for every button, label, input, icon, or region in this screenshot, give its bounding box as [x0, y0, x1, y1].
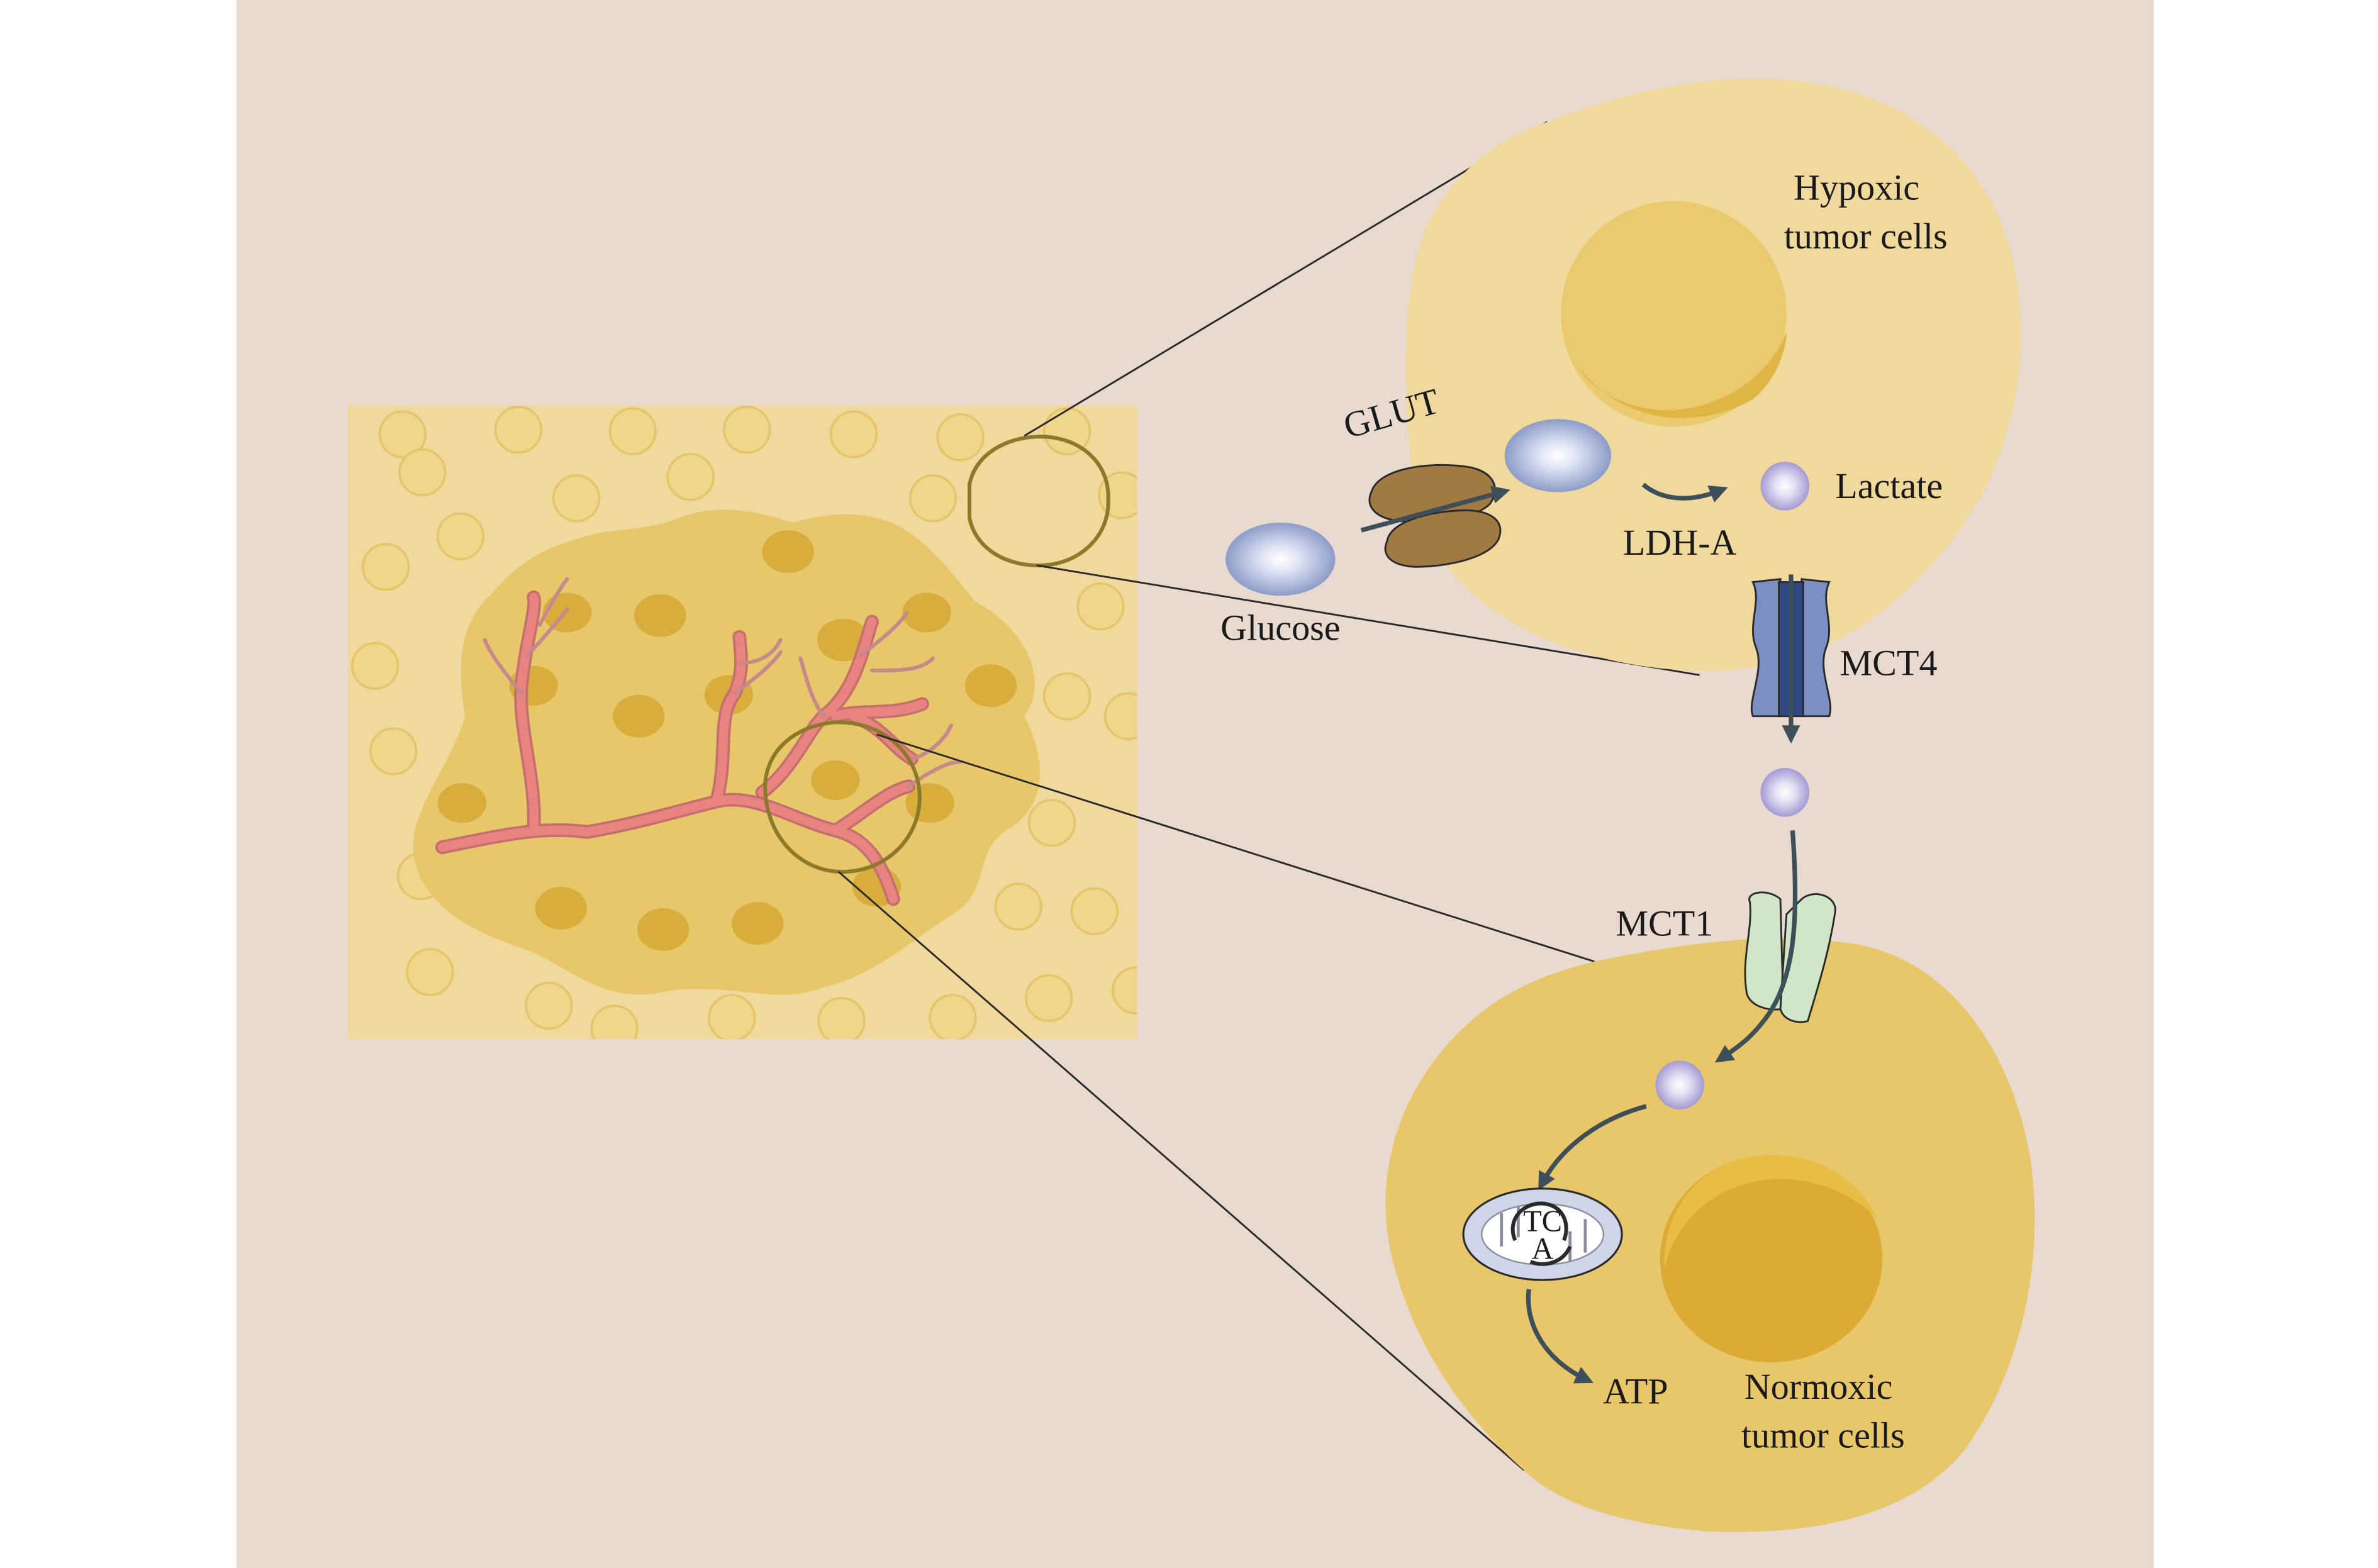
tca-label-line2: A [1532, 1232, 1554, 1265]
lactate-molecule-2 [1760, 768, 1810, 817]
tissue-section [347, 405, 1137, 1040]
hypoxic-region-outline [968, 435, 1110, 567]
hypoxic-nucleus [1561, 201, 1787, 427]
hypoxic-nucleus-shadow [1577, 332, 1787, 418]
lactate-label: Lactate [1835, 465, 1943, 506]
normoxic-label-line2: tumor cells [1741, 1415, 1905, 1456]
normoxic-cell [1385, 938, 2035, 1532]
glucose-molecule-inside [1504, 419, 1612, 492]
ldha-arrow [1641, 482, 1728, 503]
hypoxic-label-line1: Hypoxic [1794, 167, 1919, 208]
glucose-label: Glucose [1220, 608, 1340, 648]
lactate-to-mito-arrow [1538, 1104, 1647, 1191]
normoxic-region-outline [763, 720, 922, 874]
tumor-cells [437, 530, 1017, 951]
tca-label-line1: TC [1523, 1205, 1562, 1238]
mitochondrion [1462, 1187, 1623, 1281]
ldha-label: LDH-A [1623, 522, 1737, 563]
hypoxic-cell [1405, 79, 2021, 671]
labels: Hypoxic tumor cells GLUT Lactate LDH-A G… [1220, 167, 1948, 1455]
atp-label: ATP [1603, 1371, 1668, 1411]
glut-arrow [1360, 486, 1510, 533]
lactate-molecule-3 [1655, 1060, 1704, 1109]
mct4-label: MCT4 [1840, 642, 1938, 683]
zoom-lines [837, 121, 1700, 1472]
glut-transporter [1368, 464, 1502, 568]
glucose-molecule-outside [1225, 523, 1336, 596]
mct4-transporter [1750, 578, 1831, 718]
mito-to-atp-arrow [1526, 1289, 1594, 1384]
mct1-arrow [1714, 830, 1798, 1063]
hypoxic-label-line2: tumor cells [1784, 216, 1948, 257]
lactate-molecule-1 [1760, 462, 1810, 511]
mct1-label: MCT1 [1616, 903, 1713, 944]
normoxic-label-line1: Normoxic [1744, 1366, 1893, 1407]
normoxic-nucleus [1660, 1155, 1883, 1362]
normoxic-nucleus-shadow [1664, 1155, 1878, 1268]
